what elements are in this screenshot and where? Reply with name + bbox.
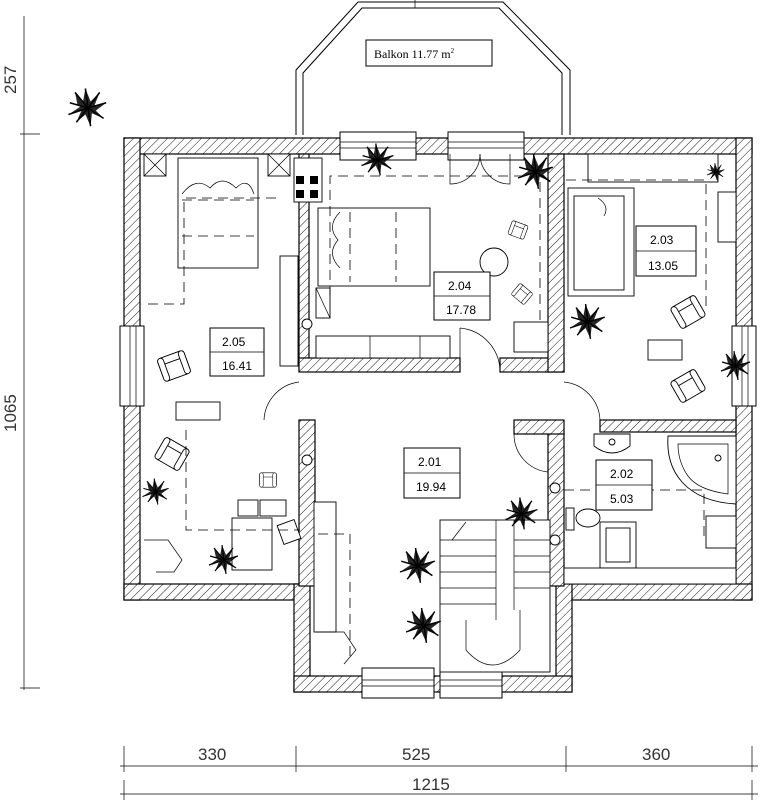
room-2-04: 2.04 17.78 — [293, 142, 554, 359]
room-area: 5.03 — [610, 492, 634, 506]
plant-icon — [399, 547, 436, 584]
balcony: Balkon 11.77 m2 — [295, 0, 571, 135]
hall-2-01: 2.01 19.94 — [301, 447, 561, 673]
compass-star-icon — [67, 87, 107, 127]
room-area: 17.78 — [446, 303, 476, 317]
dim-257: 257 — [1, 66, 20, 94]
dim-1065: 1065 — [1, 394, 20, 432]
room-number: 2.01 — [418, 455, 442, 469]
room-number: 2.03 — [650, 233, 674, 247]
plant-icon — [405, 607, 442, 644]
balcony-label: Balkon 11.77 m2 — [374, 47, 455, 61]
room-2-03: 2.03 13.05 — [566, 153, 751, 404]
bed-icon — [177, 157, 259, 269]
dim-525: 525 — [402, 745, 430, 764]
bed-icon — [317, 207, 431, 287]
desk — [231, 472, 302, 571]
room-area: 19.94 — [416, 480, 446, 494]
room-area: 16.41 — [222, 359, 252, 373]
toilet-icon — [565, 507, 601, 531]
checker-tiles — [293, 157, 323, 203]
sofa-bed — [567, 187, 635, 297]
dimension-lines: 257 1065 330 525 360 1215 — [1, 16, 758, 800]
room-number: 2.04 — [448, 279, 472, 293]
sink-icon — [593, 433, 631, 454]
room-2-02: 2.02 5.03 — [563, 433, 737, 585]
dim-1215: 1215 — [412, 775, 450, 794]
dim-330: 330 — [198, 745, 226, 764]
room-number: 2.05 — [222, 335, 246, 349]
room-2-05: 2.05 16.41 — [141, 153, 302, 575]
dim-360: 360 — [642, 745, 670, 764]
stairs-icon — [439, 519, 551, 673]
plant-icon — [569, 303, 606, 340]
inner-walls — [298, 153, 737, 587]
doors — [263, 153, 601, 473]
room-area: 13.05 — [648, 259, 678, 273]
bathtub-icon — [667, 435, 737, 505]
plant-icon — [141, 477, 170, 506]
room-number: 2.02 — [610, 467, 634, 481]
